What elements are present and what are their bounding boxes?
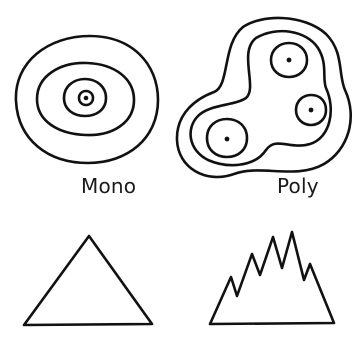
poly-middle-contour xyxy=(191,31,331,165)
mono-mountain-profile xyxy=(24,236,152,325)
poly-top-summit-dot xyxy=(287,58,292,63)
poly-mountain-profile xyxy=(210,232,334,324)
poly-left-summit-dot xyxy=(225,137,230,142)
mono-contour-map xyxy=(16,36,158,163)
poly-label: Poly xyxy=(277,174,319,198)
poly-right-summit-dot xyxy=(309,108,314,113)
mono-label: Mono xyxy=(81,174,136,198)
mono-summit-dot xyxy=(84,96,89,101)
poly-contour-map xyxy=(177,18,351,177)
